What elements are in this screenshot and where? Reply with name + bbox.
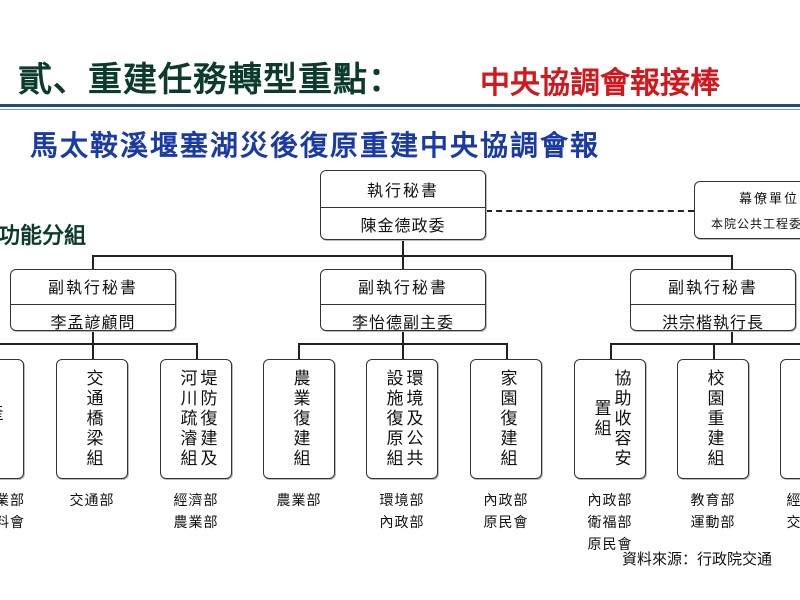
- title-colon: ：: [368, 60, 403, 100]
- connector-deputies-bar: [92, 255, 732, 257]
- deputy-role: 副執行秘書: [47, 278, 138, 297]
- connector-g5: [402, 343, 404, 359]
- source-note: 資料來源：行政院交通: [622, 550, 773, 568]
- connector-exec-down: [402, 240, 404, 256]
- connector-g6: [506, 343, 508, 359]
- header-divider: [0, 104, 800, 107]
- box-divider: [321, 304, 485, 305]
- deputy-name: 李怡德副主委: [351, 313, 454, 332]
- group-label: 產: [0, 403, 3, 435]
- group-box-8: 校園重建組: [677, 359, 749, 479]
- exec-secretary-box: 執行秘書 陳金德政委: [320, 170, 486, 240]
- page-subtitle: 中央協調會報接棒: [480, 66, 720, 101]
- connector-g3: [196, 343, 198, 359]
- deputy-box-1: 副執行秘書 李孟諺顧問: [10, 269, 176, 332]
- connector-deputy-3-down: [731, 330, 733, 344]
- org-name: 馬太鞍溪堰塞湖災後復原重建中央協調會報: [30, 129, 601, 162]
- exec-secretary-name: 陳金德政委: [360, 216, 446, 235]
- deputy-role: 副執行秘書: [667, 278, 758, 297]
- connector-groups-left: [0, 343, 196, 345]
- group-agencies-1: 業部 料會: [0, 493, 25, 531]
- connector-deputy-2: [402, 255, 404, 269]
- connector-g2: [92, 343, 94, 359]
- group-agencies-9: 經 交: [786, 493, 800, 531]
- group-box-7: 協助收容安 置組: [574, 359, 646, 479]
- group-box-9: 生: [780, 359, 800, 479]
- box-divider: [631, 304, 795, 305]
- header-divider-thin: [0, 109, 800, 110]
- connector-deputy-2-down: [402, 330, 404, 344]
- group-label-col-1: 堤防復建及: [196, 369, 217, 469]
- group-box-3: 堤防復建及 河川疏濬組: [160, 359, 232, 479]
- group-label: 農業復建組: [289, 369, 310, 469]
- group-label-col-1: 協助收容安: [610, 369, 631, 469]
- deputy-name: 李孟諺顧問: [50, 313, 136, 332]
- group-box-5: 環境及公共 設施復原組: [366, 359, 438, 479]
- group-agencies-6: 內政部 原民會: [483, 493, 529, 531]
- group-box-1: 產: [0, 359, 24, 479]
- deputy-box-3: 副執行秘書 洪宗楷執行長: [630, 269, 796, 332]
- staff-unit-box: 幕僚單位 本院公共工程委員會: [694, 181, 800, 239]
- group-agencies-8: 教育部 運動部: [690, 493, 736, 531]
- group-agencies-4: 農業部: [276, 493, 322, 509]
- deputy-role: 副執行秘書: [357, 278, 448, 297]
- group-agencies-7: 內政部 衛福部 原民會: [587, 493, 633, 553]
- title-text: 貳、重建任務轉型重點: [18, 60, 368, 100]
- group-label-col-2: 河川疏濬組: [176, 369, 197, 469]
- staff-unit-name: 本院公共工程委員會: [711, 217, 800, 231]
- staff-unit-role: 幕僚單位: [739, 192, 800, 207]
- group-box-2: 交通橋梁組: [56, 359, 128, 479]
- deputy-name: 洪宗楷執行長: [661, 313, 764, 332]
- group-agencies-2: 交通部: [69, 493, 115, 509]
- page-title: 貳、重建任務轉型重點：: [18, 52, 403, 101]
- group-label-col-2: 置組: [590, 399, 611, 439]
- group-box-4: 農業復建組: [263, 359, 335, 479]
- deputy-box-2: 副執行秘書 李怡德副主委: [320, 269, 486, 332]
- connector-staff: [486, 210, 694, 212]
- group-agencies-3: 經濟部 農業部: [173, 493, 219, 531]
- group-label: 交通橋梁組: [82, 369, 103, 469]
- group-label: 校園重建組: [703, 369, 724, 469]
- exec-secretary-role: 執行秘書: [366, 181, 439, 200]
- connector-deputy-1-down: [92, 330, 94, 344]
- group-label-col-2: 設施復原組: [382, 369, 403, 469]
- connector-deputy-1: [92, 255, 94, 269]
- connector-g8: [713, 343, 715, 359]
- group-box-6: 家園復建組: [470, 359, 542, 479]
- connector-groups-right: [610, 343, 800, 345]
- connector-g7: [610, 343, 612, 359]
- connector-g4: [298, 343, 300, 359]
- group-label-col-1: 環境及公共: [402, 369, 423, 469]
- group-label: 家園復建組: [496, 369, 517, 469]
- functional-groups-label: 功能分組: [0, 224, 87, 249]
- box-divider: [11, 304, 175, 305]
- group-agencies-5: 環境部 內政部: [379, 493, 425, 531]
- box-divider: [321, 207, 485, 208]
- connector-deputy-3: [731, 255, 733, 269]
